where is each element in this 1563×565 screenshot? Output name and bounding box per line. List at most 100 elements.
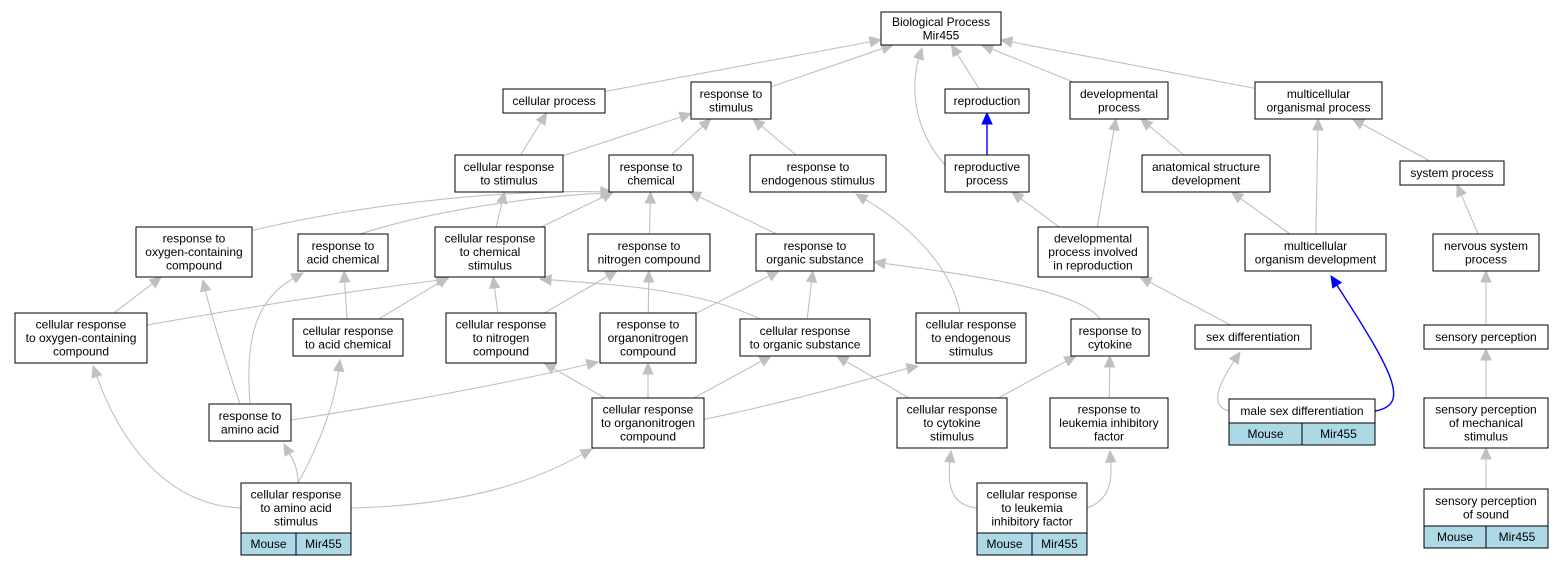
node-box [445, 312, 557, 364]
node-label-line: stimulus [930, 430, 974, 444]
node-label-line: development [1172, 173, 1241, 187]
node-label-line: amino acid [221, 422, 279, 436]
node-label-line: organonitrogen [608, 331, 689, 345]
edge-rts-to-bp [770, 43, 895, 88]
edge-rtnc-to-rtc [644, 190, 657, 235]
edge-crtcyt-to-rtcyt [997, 355, 1077, 399]
edge-crtaas-to-crtonc [350, 448, 594, 509]
node-label-line: organism development [1255, 252, 1377, 266]
annotation-cell-mouse: Mouse [976, 532, 1033, 556]
edge-sp-to-mop [1351, 118, 1431, 162]
node-label-line: process involved [1048, 245, 1137, 259]
node-label-line: endogenous stimulus [761, 173, 874, 187]
node-box [944, 88, 1030, 114]
edge-crtes-to-rtes [854, 193, 961, 314]
node-sd[interactable]: sex differentiation [1194, 324, 1312, 350]
edge-rtaa-to-rtac [248, 272, 305, 405]
node-repro[interactable]: reproduction [944, 88, 1030, 114]
svg-text:Mir455: Mir455 [1499, 530, 1536, 544]
edge-crtos-to-rtos [805, 269, 818, 320]
node-box [896, 397, 1008, 449]
node-box [1070, 318, 1150, 357]
edge-rp-to-bp [913, 46, 946, 166]
edge-crtlif-to-rtlif [1086, 449, 1117, 509]
node-sp[interactable]: system process [1399, 160, 1505, 186]
edges-layer [91, 36, 1492, 509]
node-label-line: cellular response [445, 232, 536, 246]
annotation-cell-mir455: Mir455 [1031, 532, 1088, 556]
edge-crtnc-to-rtnc [543, 270, 619, 314]
node-box [1037, 226, 1149, 278]
node-label-line: response to [312, 239, 375, 253]
node-box [208, 403, 292, 442]
edge-crtonc-to-crtos [693, 355, 773, 399]
node-label-line: response to [618, 239, 681, 253]
node-box [944, 154, 1030, 193]
node-label-line: to nitrogen [473, 331, 530, 345]
node-label-line: oxygen-containing [145, 245, 242, 259]
node-label-line: Biological Process [892, 15, 990, 29]
node-label-line: organic substance [766, 252, 864, 266]
node-box [292, 318, 404, 357]
node-label-line: system process [1410, 166, 1493, 180]
node-label-line: cellular response [926, 318, 1017, 332]
node-box [739, 318, 871, 357]
node-label-line: developmental [1080, 87, 1158, 101]
edge-rtocc-to-rtc [249, 185, 614, 232]
node-cp[interactable]: cellular process [502, 88, 606, 114]
edge-sd-to-dpir [1138, 276, 1231, 326]
edge-crtonc-to-crtnc [543, 362, 606, 399]
node-box [1432, 233, 1540, 272]
node-label-line: compound [53, 345, 109, 359]
node-box [1423, 324, 1549, 350]
node-sperc[interactable]: sensory perception [1423, 324, 1549, 350]
edge-spos-to-spms [1480, 446, 1492, 489]
edge-rtaa-to-rtocc [199, 278, 241, 405]
node-label-line: acid chemical [307, 252, 380, 266]
node-label-line: stimulus [274, 515, 318, 529]
node-label-line: to organonitrogen [601, 416, 695, 430]
node-box [880, 11, 1002, 46]
edge-mod-to-mop [1312, 117, 1324, 235]
node-label-line: cytokine [1088, 337, 1132, 351]
edge-crts-to-cp [520, 111, 548, 156]
node-box [1399, 160, 1505, 186]
node-label-line: of mechanical [1449, 416, 1523, 430]
node-label-line: chemical [627, 173, 674, 187]
node-label-line: response to [617, 318, 680, 332]
svg-text:Mouse: Mouse [1247, 427, 1283, 441]
